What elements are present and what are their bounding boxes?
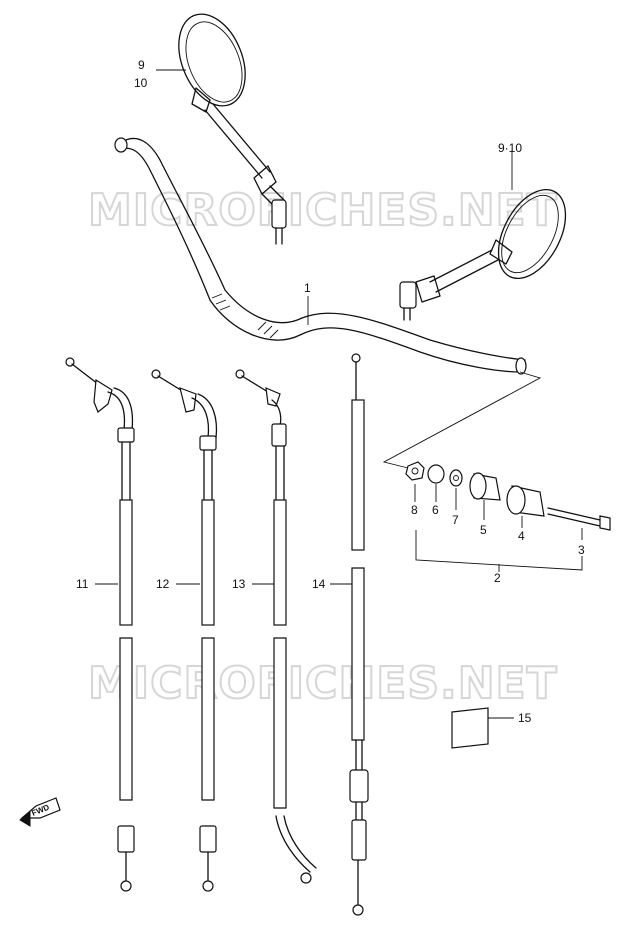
callout-9-10: 9·10 bbox=[498, 141, 522, 155]
callout-9: 9 bbox=[138, 58, 145, 72]
callout-10: 10 bbox=[134, 76, 148, 90]
watermark-bottom: MICROFICHES.NET bbox=[88, 658, 558, 709]
callout-15: 15 bbox=[518, 711, 532, 725]
handlebar bbox=[114, 137, 527, 375]
cable-13 bbox=[235, 369, 317, 884]
callout-12: 12 bbox=[156, 577, 170, 591]
left-mirror bbox=[178, 13, 287, 245]
callout-13: 13 bbox=[232, 577, 246, 591]
cable-12 bbox=[151, 369, 218, 892]
right-mirror bbox=[399, 188, 567, 321]
cable-11 bbox=[65, 357, 135, 892]
callout-1: 1 bbox=[304, 281, 311, 295]
callout-3: 3 bbox=[578, 543, 585, 557]
callout-5: 5 bbox=[480, 523, 487, 537]
watermark-top: MICROFICHES.NET bbox=[88, 185, 558, 236]
callout-11: 11 bbox=[76, 577, 89, 591]
callout-4: 4 bbox=[518, 529, 525, 543]
callout-7: 7 bbox=[452, 513, 459, 527]
callout-8: 8 bbox=[411, 503, 418, 517]
callout-2: 2 bbox=[494, 571, 501, 585]
callout-6: 6 bbox=[432, 503, 439, 517]
fwd-arrow: FWD bbox=[19, 797, 61, 827]
callout-14: 14 bbox=[312, 577, 326, 591]
bar-end-guide bbox=[382, 371, 542, 471]
caution-label-15 bbox=[451, 707, 514, 749]
cable-14 bbox=[349, 353, 369, 916]
bar-end-weight-assembly bbox=[405, 461, 611, 531]
